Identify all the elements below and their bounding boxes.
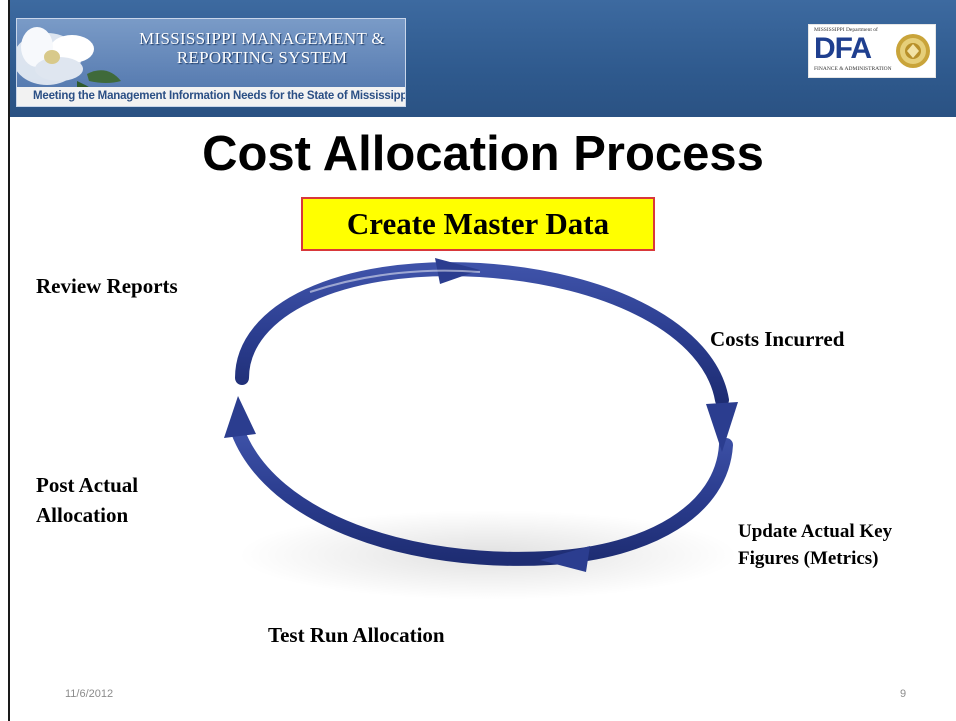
page-number: 9: [900, 688, 907, 700]
step-costs-incurred: Costs Incurred: [710, 327, 845, 351]
slide: MISSISSIPPI MANAGEMENT & REPORTING SYSTE…: [8, 0, 956, 721]
arrow-bottom: [540, 546, 590, 572]
dfa-top-text: MISSISSIPPI Department of: [814, 27, 878, 33]
magnolia-icon: [17, 27, 121, 101]
state-seal-icon: [896, 34, 930, 68]
mmrs-logo: MISSISSIPPI MANAGEMENT & REPORTING SYSTE…: [16, 18, 406, 107]
cycle-arc-bottom: [231, 425, 733, 566]
cycle-highlight: [309, 269, 481, 293]
arrow-right: [706, 402, 738, 452]
create-master-data-box: Create Master Data: [301, 197, 655, 251]
step-update-key-figures: Update Actual Key Figures (Metrics): [738, 521, 893, 569]
cycle-diagram: [224, 258, 738, 600]
dfa-logo: MISSISSIPPI Department of DFA FINANCE & …: [808, 24, 936, 78]
step-test-run-allocation: Test Run Allocation: [268, 623, 445, 647]
logo-title: MISSISSIPPI MANAGEMENT & REPORTING SYSTE…: [139, 29, 385, 67]
step-post-actual-allocation: Post Actual Allocation: [36, 473, 139, 527]
dfa-logo-text: DFA: [814, 32, 872, 65]
header-banner: MISSISSIPPI MANAGEMENT & REPORTING SYSTE…: [10, 0, 956, 117]
arrow-left: [224, 396, 256, 438]
dfa-bottom-text: FINANCE & ADMINISTRATION: [814, 66, 892, 72]
logo-tagline: Meeting the Management Information Needs…: [17, 87, 405, 106]
step-review-reports: Review Reports: [36, 274, 178, 298]
cycle-arc-top: [235, 262, 729, 407]
slide-title: Cost Allocation Process: [202, 127, 764, 181]
footer-date: 11/6/2012: [65, 688, 114, 700]
